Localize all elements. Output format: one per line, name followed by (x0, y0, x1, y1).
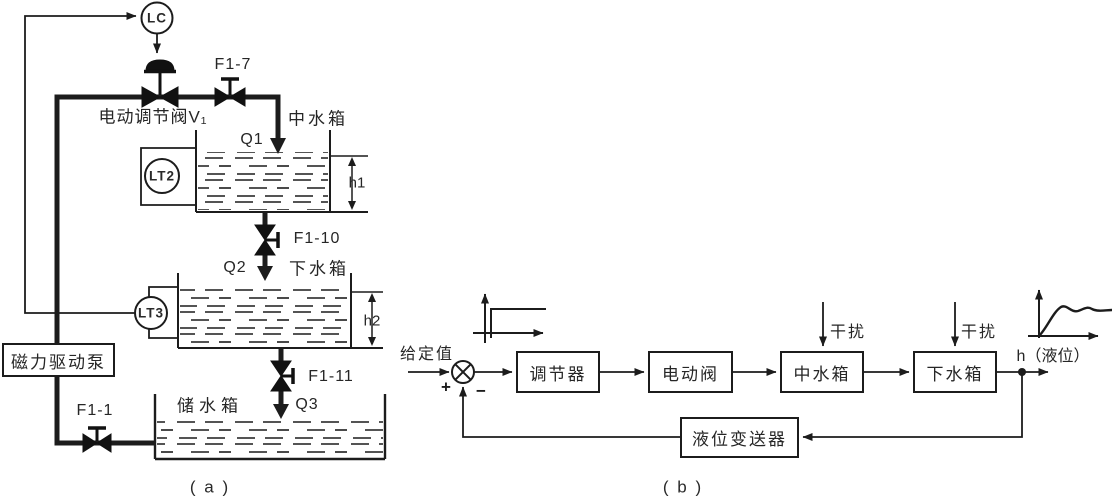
takeoff-dot (1018, 368, 1026, 376)
lc-symbol (140, 1, 174, 35)
block-mid-tank-label: 中水箱 (793, 364, 851, 384)
lt2-symbol (140, 147, 196, 206)
sum-minus-sign: − (476, 381, 486, 401)
control-valve-label: 电动调节阀V₁ (98, 107, 208, 127)
disturbance-low-label: 干扰 (960, 324, 998, 341)
h1-label: h1 (348, 174, 366, 192)
output-label: h（液位） (1016, 348, 1090, 365)
f1-1-label: F1-1 (76, 402, 114, 419)
block-electric-valve: 电动阀 (648, 351, 733, 393)
lt3-symbol (134, 286, 178, 339)
block-controller: 调节器 (516, 351, 600, 393)
summing-junction (451, 360, 475, 384)
block-level-transmitter: 液位变送器 (680, 417, 799, 458)
storage-tank-label: 储水箱 (177, 396, 243, 416)
pump-box: 磁力驱动泵 (2, 343, 115, 377)
q2-label: Q2 (223, 259, 247, 276)
step-input-icon (473, 293, 546, 343)
low-tank-water (180, 286, 349, 346)
response-curve-icon (1028, 289, 1113, 340)
block-low-tank-label: 下水箱 (926, 364, 984, 384)
f1-11-valve-symbol (270, 360, 295, 392)
lc-label: LC (147, 10, 167, 26)
caption-a: ( a ) (189, 477, 231, 497)
control-valve-symbol (141, 59, 179, 108)
mid-tank-water (198, 152, 328, 210)
caption-b: ( b ) (662, 477, 704, 497)
block-diagram-lines (408, 302, 1049, 441)
setpoint-label: 给定值 (399, 346, 455, 363)
pipe-flow-arrowheads (257, 138, 289, 419)
f1-11-label: F1-11 (308, 368, 354, 385)
low-tank-walls (177, 273, 383, 349)
f1-7-valve-symbol (214, 77, 246, 107)
lt2-label: LT2 (149, 168, 175, 184)
block-level-transmitter-label: 液位变送器 (692, 430, 787, 449)
block-electric-valve-label: 电动阀 (662, 364, 719, 384)
storage-tank-walls (153, 394, 387, 461)
signal-lines (24, 12, 161, 314)
f1-1-valve-symbol (82, 426, 112, 453)
f1-7-label: F1-7 (214, 56, 252, 73)
h2-label: h2 (363, 312, 381, 330)
mid-tank-label: 中水箱 (288, 109, 348, 129)
pump-label: 磁力驱动泵 (11, 352, 106, 372)
low-tank-label: 下水箱 (289, 259, 349, 279)
block-controller-label: 调节器 (529, 364, 587, 384)
q3-label: Q3 (295, 396, 319, 413)
f1-10-label: F1-10 (293, 230, 341, 247)
storage-tank-water (157, 417, 383, 457)
sum-plus-sign: + (441, 377, 451, 397)
lt3-label: LT3 (138, 305, 164, 321)
h2-dimension (351, 291, 383, 346)
h1-dimension (330, 155, 368, 210)
disturbance-mid-label: 干扰 (829, 324, 867, 341)
f1-10-valve-symbol (254, 224, 280, 256)
q1-label: Q1 (240, 131, 264, 148)
block-low-tank: 下水箱 (913, 351, 997, 393)
block-mid-tank: 中水箱 (780, 351, 864, 393)
mid-tank-walls (195, 130, 368, 213)
